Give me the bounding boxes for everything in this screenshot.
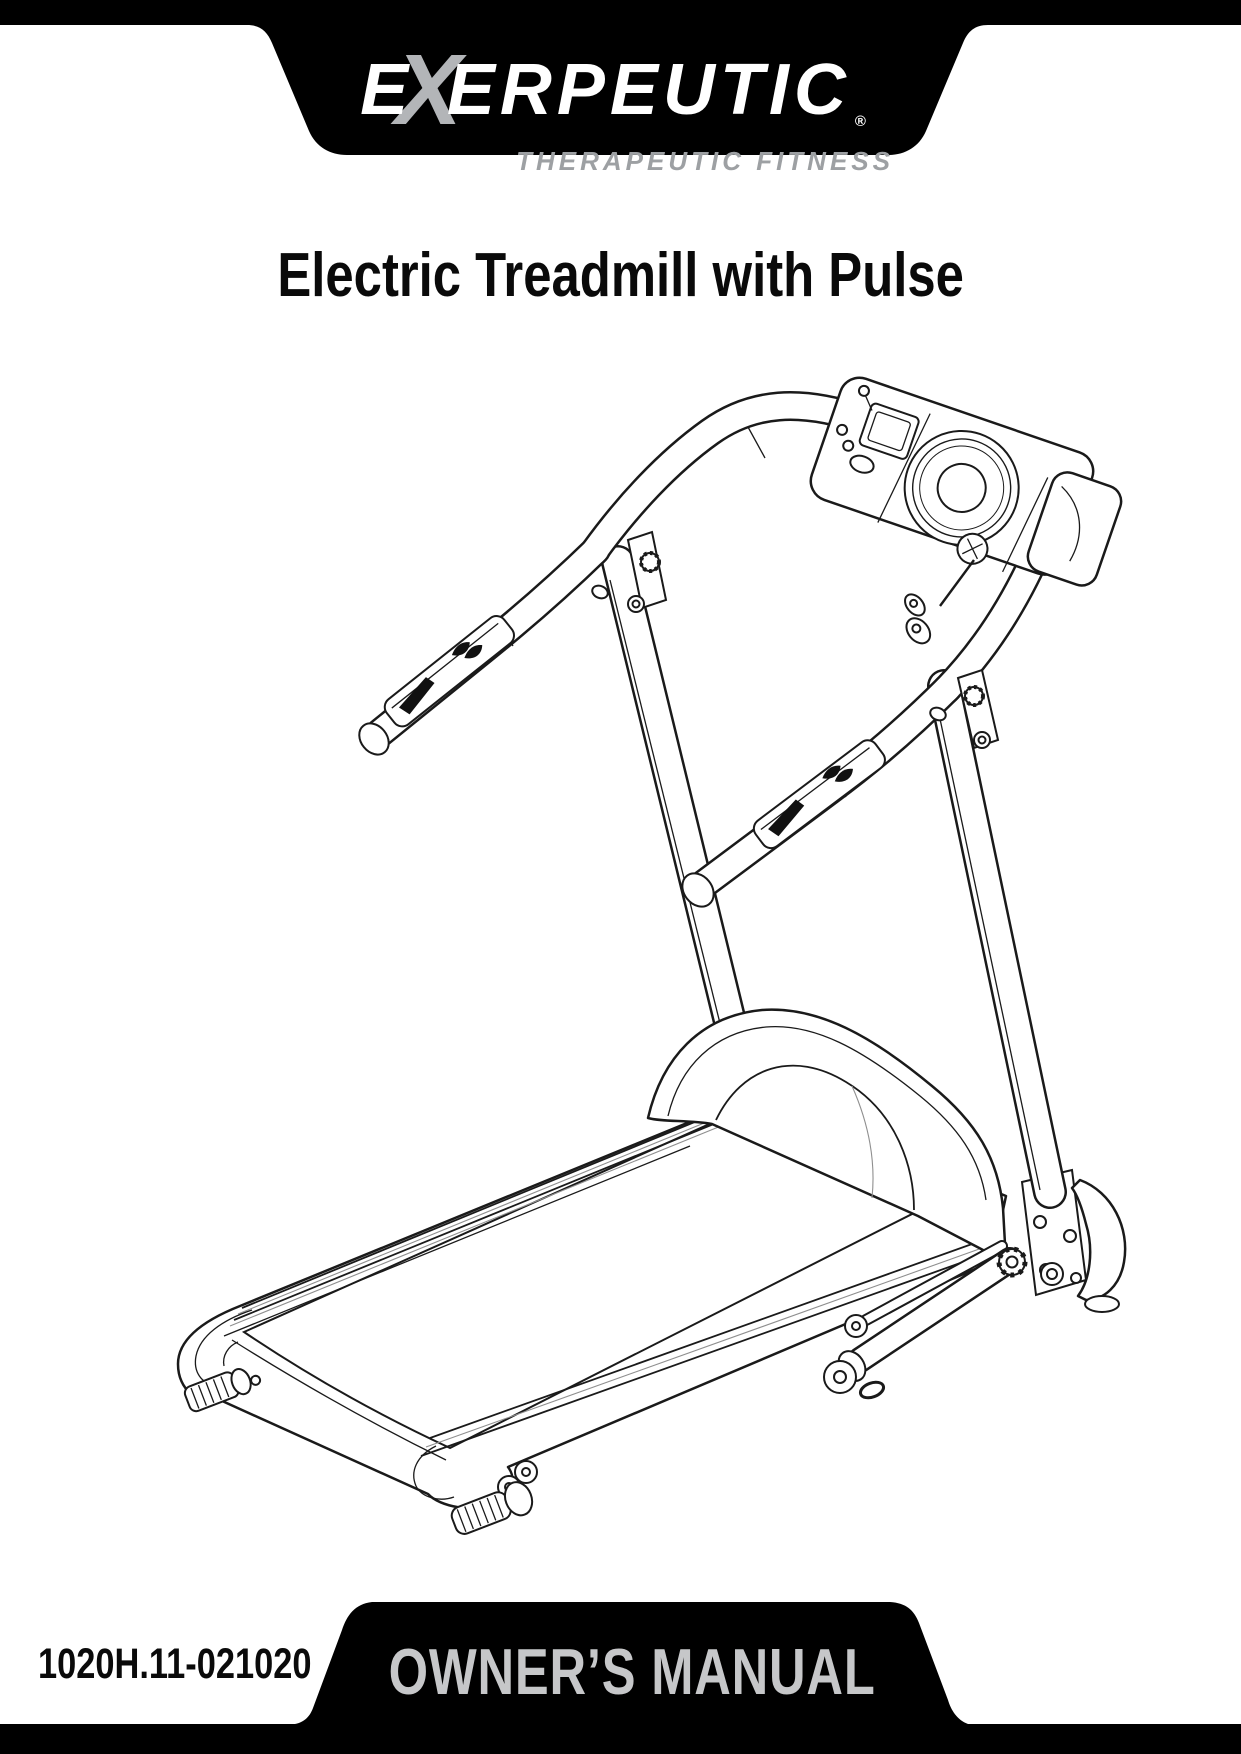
manual-title: OWNER’S MANUAL [389,1635,876,1708]
safety-key [904,559,975,645]
rear-stabilizer [823,1178,1127,1400]
motor-hood [646,1008,1008,1264]
brand-logo: EXERPEUTIC® THERAPEUTIC FITNESS [250,30,972,176]
console-dial [903,429,1020,546]
right-grip-pad [752,739,886,850]
console [809,376,1123,587]
header-banner [0,0,1241,155]
logo-letter-x: X [395,34,462,146]
logo-letter-e: E [360,50,411,130]
media-shelf [1026,471,1123,587]
page-title: Electric Treadmill with Pulse [277,241,964,310]
left-grip-pad [383,615,515,728]
front-rollers [183,1368,534,1535]
brand-wordmark: EXERPEUTIC® [250,30,972,160]
footer-banner [0,1602,1241,1754]
brand-tagline: THERAPEUTIC FITNESS [516,146,894,176]
registered-trademark-icon: ® [854,113,866,130]
logo-letters-rest: ERPEUTIC [446,50,851,130]
model-number: 1020H.11-021020 [38,1640,312,1688]
